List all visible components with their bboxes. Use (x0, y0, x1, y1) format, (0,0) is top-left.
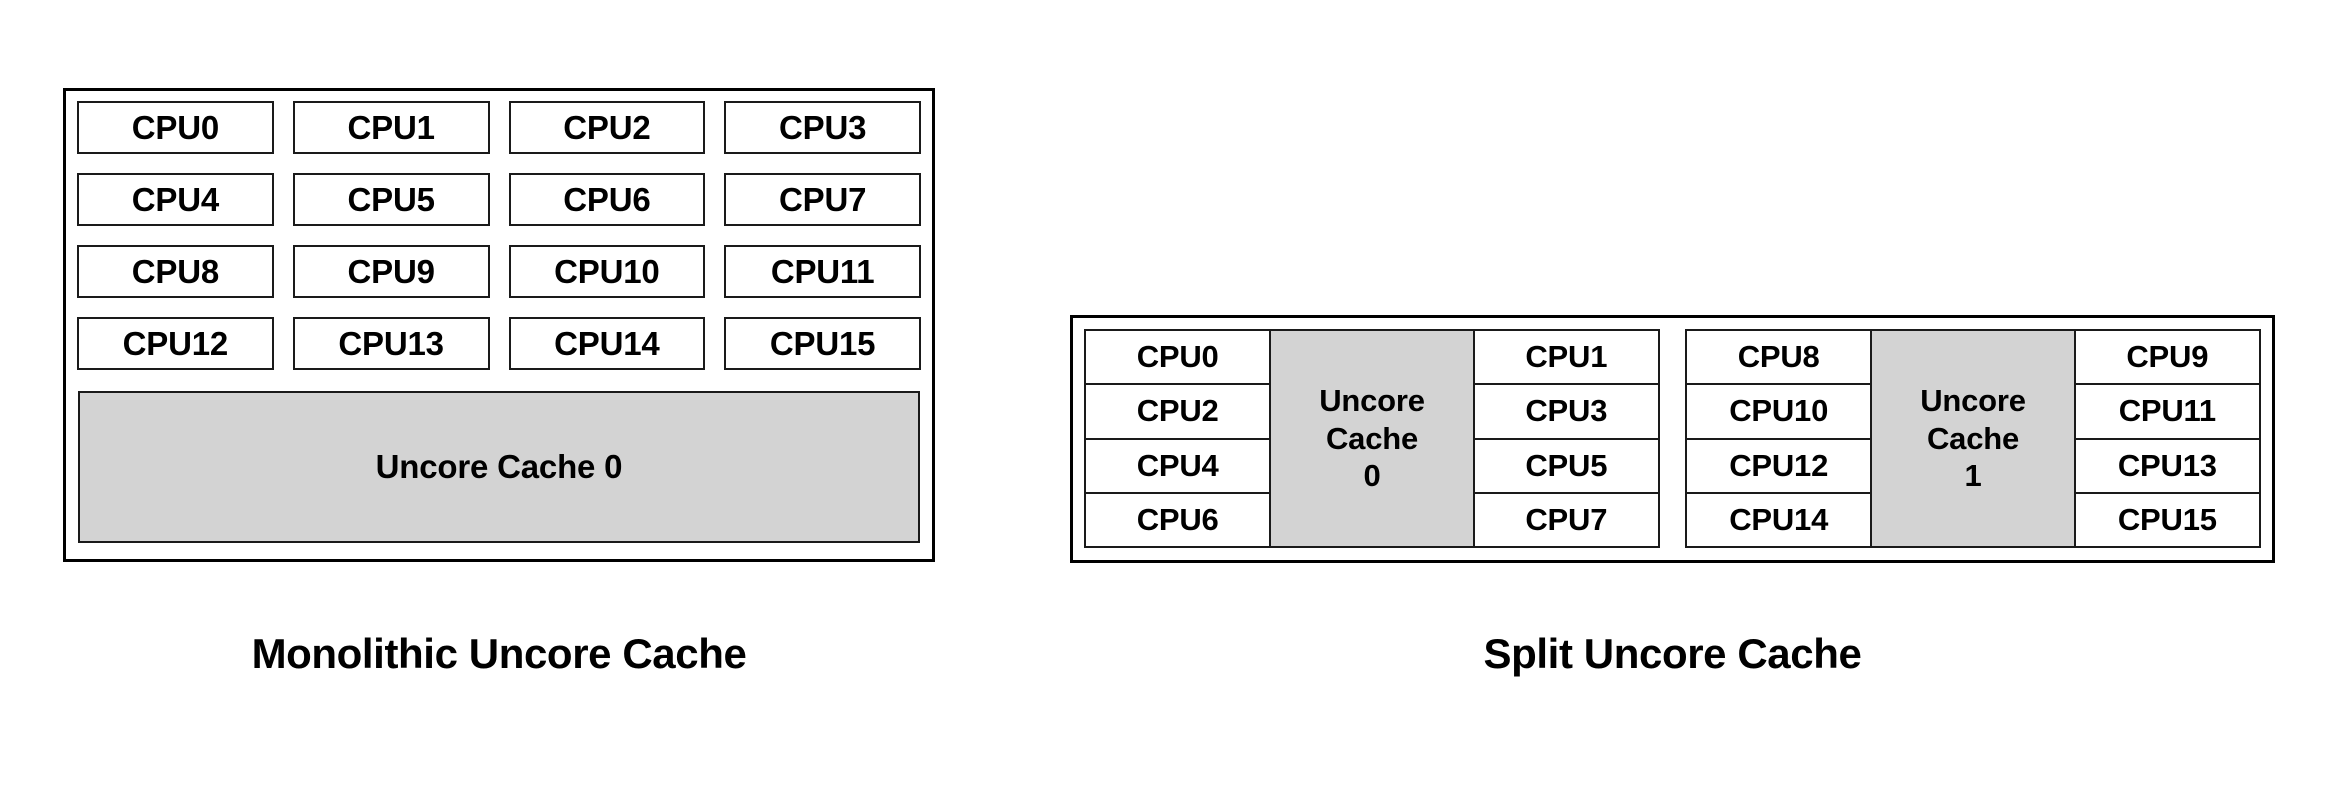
uncore-cache-label-line2: Cache (1926, 420, 2020, 456)
split-groups-container: CPU0 CPU2 CPU4 CPU6 Uncore Cache 0 CPU1 … (1084, 329, 2261, 548)
cpu-box: CPU12 (77, 317, 274, 370)
split-group-0-right-column: CPU1 CPU3 CPU5 CPU7 (1474, 331, 1658, 546)
cpu-box: CPU13 (292, 317, 490, 370)
monolithic-diagram-outer-box: CPU0 CPU1 CPU2 CPU3 CPU4 CPU5 CPU6 CPU7 … (63, 88, 935, 562)
cpu-box: CPU1 (1474, 331, 1658, 386)
monolithic-caption: Monolithic Uncore Cache (251, 630, 747, 677)
cpu-box: CPU10 (508, 245, 706, 298)
cpu-box: CPU4 (1086, 439, 1270, 494)
split-group-0: CPU0 CPU2 CPU4 CPU6 Uncore Cache 0 CPU1 … (1084, 329, 1660, 548)
cpu-box: CPU2 (508, 101, 706, 154)
cpu-box: CPU8 (1687, 331, 1871, 386)
cpu-box: CPU1 (292, 101, 490, 154)
cpu-box: CPU5 (292, 173, 490, 226)
uncore-cache-label-line2: Cache (1325, 420, 1419, 456)
uncore-cache-block: Uncore Cache 1 (1870, 331, 2076, 546)
cpu-box: CPU0 (77, 101, 274, 154)
cpu-box: CPU12 (1687, 439, 1871, 494)
split-caption: Split Uncore Cache (1483, 630, 1862, 677)
cpu-box: CPU4 (77, 173, 274, 226)
cpu-box: CPU6 (508, 173, 706, 226)
cpu-box: CPU6 (1086, 493, 1270, 546)
uncore-cache-block: Uncore Cache 0 (78, 391, 920, 543)
cpu-box: CPU2 (1086, 385, 1270, 440)
split-group-1-left-column: CPU8 CPU10 CPU12 CPU14 (1687, 331, 1871, 546)
uncore-cache-label-line1: Uncore (1319, 382, 1425, 418)
uncore-cache-label-line1: Uncore (1920, 382, 2026, 418)
uncore-cache-label-line3: 1 (1964, 458, 1982, 494)
cpu-box: CPU14 (1687, 493, 1871, 546)
split-group-0-left-column: CPU0 CPU2 CPU4 CPU6 (1086, 331, 1270, 546)
cpu-box: CPU9 (2075, 331, 2259, 386)
split-group-1-right-column: CPU9 CPU11 CPU13 CPU15 (2075, 331, 2259, 546)
cpu-box: CPU14 (508, 317, 706, 370)
cpu-box: CPU7 (724, 173, 921, 226)
split-diagram-outer-box: CPU0 CPU2 CPU4 CPU6 Uncore Cache 0 CPU1 … (1070, 315, 2275, 563)
cpu-box: CPU15 (2075, 493, 2259, 546)
uncore-cache-block: Uncore Cache 0 (1269, 331, 1475, 546)
cpu-box: CPU8 (77, 245, 274, 298)
monolithic-cpu-grid: CPU0 CPU1 CPU2 CPU3 CPU4 CPU5 CPU6 CPU7 … (77, 101, 921, 370)
cpu-box: CPU0 (1086, 331, 1270, 386)
uncore-cache-label-line3: 0 (1363, 458, 1381, 494)
cpu-box: CPU3 (724, 101, 921, 154)
cpu-box: CPU15 (724, 317, 921, 370)
cpu-box: CPU10 (1687, 385, 1871, 440)
split-group-1: CPU8 CPU10 CPU12 CPU14 Uncore Cache 1 CP… (1685, 329, 2261, 548)
cpu-box: CPU11 (724, 245, 921, 298)
cpu-box: CPU13 (2075, 439, 2259, 494)
cpu-box: CPU9 (292, 245, 490, 298)
cpu-box: CPU11 (2075, 385, 2259, 440)
cpu-box: CPU5 (1474, 439, 1658, 494)
cpu-box: CPU3 (1474, 385, 1658, 440)
cpu-box: CPU7 (1474, 493, 1658, 546)
